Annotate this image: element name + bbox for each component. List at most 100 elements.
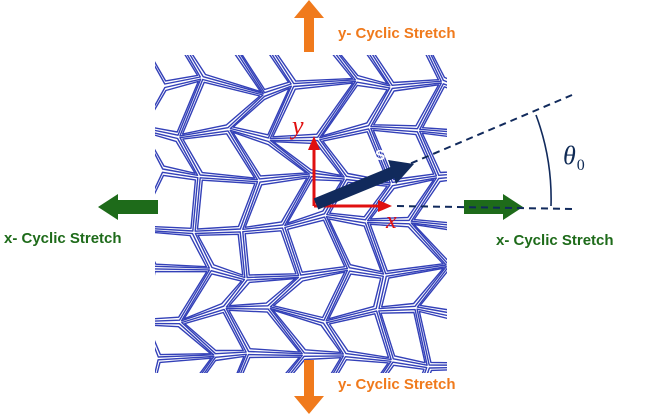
cell-outline (413, 223, 447, 261)
cell-outline (228, 309, 301, 353)
cell-outline (325, 310, 392, 361)
cell-outline (467, 371, 523, 412)
cell-outline (194, 177, 259, 232)
cell-outline (371, 55, 442, 87)
cell-outline (242, 175, 311, 231)
cell-outline (322, 131, 389, 182)
x-stretch-label-right: x- Cyclic Stretch (496, 232, 614, 249)
cell-outline (155, 80, 200, 133)
theta-symbol: θ (563, 141, 576, 170)
cell-outline (286, 178, 343, 225)
cell-outline (410, 222, 447, 265)
cell-outline (180, 270, 246, 322)
cell-outline (182, 133, 256, 179)
cell-outline (272, 82, 354, 138)
cell-outline (232, 87, 290, 136)
cell-outline (419, 270, 447, 311)
wss-label: WSS (351, 147, 385, 164)
cell-outline (370, 127, 438, 184)
cell-outline (272, 271, 346, 319)
cell-outline (225, 307, 303, 355)
cell-outline (203, 353, 248, 373)
reference-dashed-line (396, 205, 576, 210)
cell-outline (469, 82, 528, 133)
y-stretch-label-top: y- Cyclic Stretch (338, 25, 456, 42)
y-stretch-arrow-top (294, 0, 324, 52)
cell-outline (459, 265, 534, 315)
cell-outline (276, 55, 354, 82)
cell-outline (384, 361, 428, 373)
cell-outline (366, 221, 447, 275)
cell-outline (416, 308, 447, 366)
cell-outline (155, 355, 215, 373)
cell-outline (242, 227, 300, 279)
cell-outline (155, 322, 215, 358)
cell-outline (155, 55, 202, 85)
cell-outline (155, 268, 211, 322)
theta-subscript: 0 (577, 157, 585, 174)
cell-outline (328, 273, 382, 320)
cell-outline (244, 230, 297, 276)
cell-outline (432, 55, 447, 80)
cell-outline (471, 84, 526, 131)
cell-outline (373, 84, 440, 127)
cell-outline (179, 130, 259, 181)
cell-outline (369, 223, 444, 272)
cell-outline (229, 129, 311, 180)
cell-outline (156, 357, 212, 373)
cell-outline (274, 55, 356, 85)
cell-outline (328, 218, 382, 273)
cell-outline (155, 134, 196, 175)
cell-outline (284, 216, 349, 276)
cell-outline (184, 311, 245, 352)
cell-outline (461, 318, 523, 366)
cell-outline (464, 368, 526, 414)
cell-outline (269, 139, 345, 178)
cell-outline (197, 233, 244, 276)
cell-outline (378, 266, 447, 310)
angle-arc (535, 114, 552, 207)
cell-outline (321, 84, 388, 137)
cell-outline (155, 270, 208, 320)
cell-outline (240, 353, 303, 373)
cell-outline (155, 174, 197, 230)
cell-outline (241, 55, 290, 91)
cell-outline (244, 177, 308, 229)
axis-x-label: x (385, 208, 397, 234)
cell-outline (292, 357, 342, 373)
cell-outline (242, 356, 301, 373)
cell-outline (181, 308, 247, 355)
cell-outline (340, 55, 388, 85)
x-stretch-label-left: x- Cyclic Stretch (4, 230, 122, 247)
cell-outline (387, 364, 425, 373)
wss-arrow (313, 160, 414, 210)
cell-outline (290, 355, 345, 373)
cell-outline (418, 310, 447, 364)
cell-outline (421, 132, 447, 174)
cell-outline (410, 176, 447, 226)
cell-outline (381, 267, 445, 308)
cell-outline (205, 355, 245, 373)
cell-outline (272, 140, 342, 177)
theta-label: θ0 (563, 141, 585, 174)
x-axis-arrowhead (378, 200, 392, 212)
cell-outline (155, 132, 199, 177)
cell-outline (378, 308, 428, 366)
cell-outline (284, 175, 345, 227)
cell-outline (189, 55, 264, 95)
cell-outline (155, 171, 199, 232)
cell-outline (181, 81, 261, 135)
cell-outline (196, 179, 256, 230)
cell-outline (269, 80, 357, 140)
cell-outline (459, 315, 526, 368)
cell-outline (421, 86, 447, 131)
cell-outline (419, 130, 447, 177)
cell-outline (269, 269, 349, 321)
cell-outline (269, 307, 344, 355)
cell-outline (430, 55, 447, 83)
cell-outline (272, 309, 342, 354)
cell-outline (335, 356, 392, 373)
cell-outline (380, 311, 426, 364)
y-stretch-label-bottom: y- Cyclic Stretch (338, 376, 456, 393)
